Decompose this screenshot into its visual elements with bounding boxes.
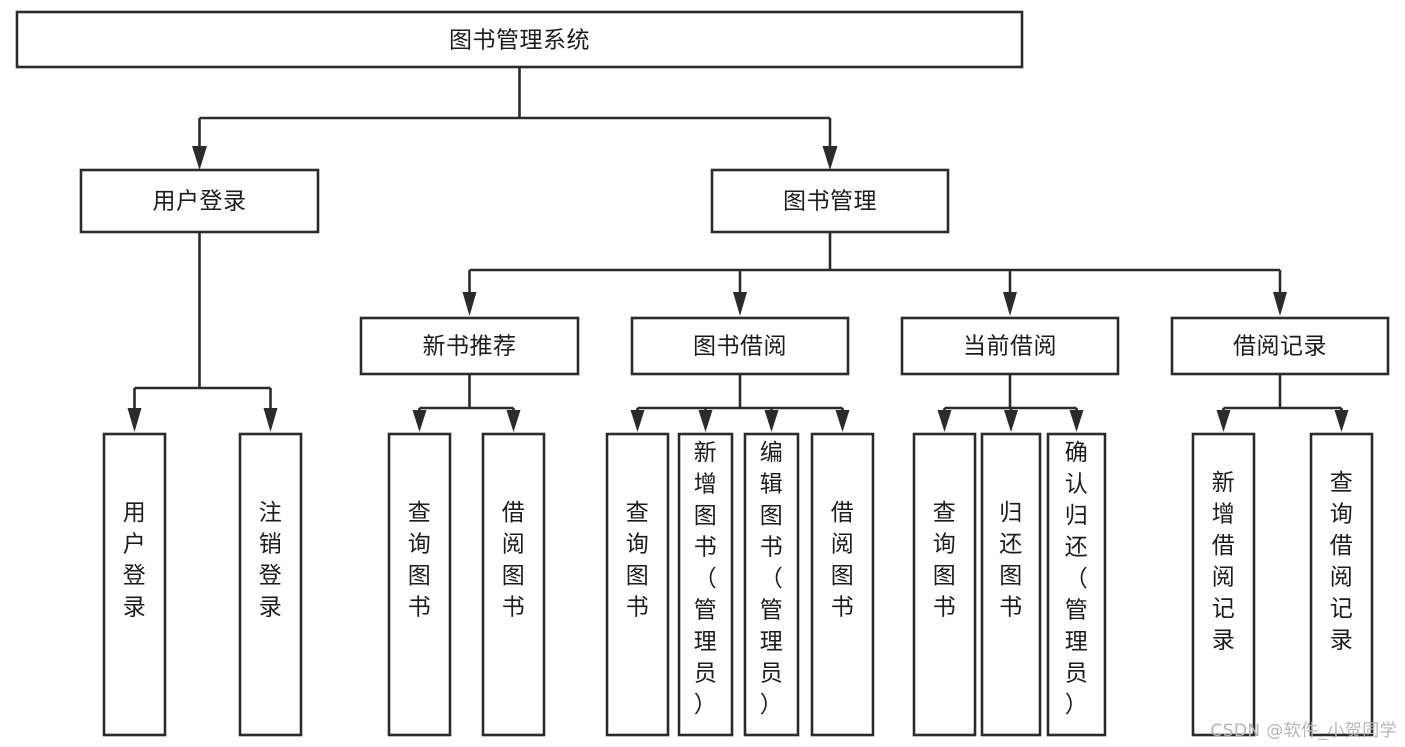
arrow-head-br-to-add-record: [1216, 410, 1231, 432]
node-leaf-borrow-book-1-box[interactable]: [481, 432, 546, 737]
arrow-head-br-to-query-record: [1334, 410, 1349, 432]
node-new-book-rec[interactable]: 新书推荐: [359, 316, 580, 376]
node-leaf-query-record-box[interactable]: [1309, 432, 1374, 737]
node-leaf-query-book-1[interactable]: 查询图书: [387, 432, 452, 737]
node-leaf-borrow-book-1-label: 借阅图书: [502, 500, 526, 621]
node-book-borrow[interactable]: 图书借阅: [630, 316, 850, 376]
node-leaf-return-book[interactable]: 归还图书: [980, 432, 1042, 737]
arrow-head-bb-to-edit-book: [764, 410, 779, 432]
node-leaf-add-book-label: 新增图书（管理员）: [694, 440, 718, 718]
node-leaf-user-login-box[interactable]: [102, 432, 167, 737]
connector-group-book-manage: [462, 232, 1287, 316]
node-root[interactable]: 图书管理系统: [15, 10, 1024, 69]
node-leaf-add-record-label: 新增借阅记录: [1212, 470, 1236, 654]
connector-group-book-borrow: [630, 374, 850, 432]
connector-group-new-book-rec: [412, 374, 521, 432]
node-current-borrow-box[interactable]: [900, 316, 1120, 376]
node-leaf-add-record[interactable]: 新增借阅记录: [1191, 432, 1256, 737]
node-leaf-borrow-book-2-box[interactable]: [810, 432, 875, 737]
node-leaf-query-book-1-label: 查询图书: [408, 500, 432, 621]
node-borrow-record[interactable]: 借阅记录: [1170, 316, 1390, 376]
node-book-manage[interactable]: 图书管理: [710, 168, 950, 234]
node-borrow-record-box[interactable]: [1170, 316, 1390, 376]
node-leaf-edit-book-label: 编辑图书（管理员）: [760, 440, 784, 718]
arrow-head-bb-to-query-book: [630, 410, 645, 432]
node-leaf-logout[interactable]: 注销登录: [238, 432, 303, 737]
connector-group-current-borrow: [937, 374, 1084, 432]
arrow-head-ul-to-leaf-logout: [263, 408, 278, 432]
node-leaf-user-login-label: 用户登录: [123, 500, 147, 621]
node-leaf-confirm-return[interactable]: 确认归还（管理员）: [1046, 432, 1107, 737]
arrow-head-bm-to-current-borrow: [1003, 292, 1017, 316]
node-leaf-return-book-box[interactable]: [980, 432, 1042, 737]
arrow-head-root-to-book-manage: [822, 146, 838, 170]
node-new-book-rec-label: 新书推荐: [423, 334, 517, 360]
node-leaf-query-book-2[interactable]: 查询图书: [605, 432, 670, 737]
node-leaf-query-book-2-box[interactable]: [605, 432, 670, 737]
arrow-head-bm-to-borrow-record: [1273, 292, 1287, 316]
node-leaf-add-book-box[interactable]: [677, 432, 734, 737]
node-leaf-user-login[interactable]: 用户登录: [102, 432, 167, 737]
arrow-head-nbr-to-query-book: [412, 410, 427, 432]
node-leaf-query-book-2-label: 查询图书: [626, 500, 650, 621]
node-user-login[interactable]: 用户登录: [79, 168, 320, 234]
node-book-manage-box[interactable]: [710, 168, 950, 234]
node-borrow-record-label: 借阅记录: [1233, 334, 1327, 360]
arrow-head-bb-to-borrow-book: [835, 410, 850, 432]
node-root-label: 图书管理系统: [449, 28, 590, 54]
arrow-head-cb-to-return-book: [1004, 410, 1018, 432]
node-book-manage-label: 图书管理: [783, 189, 877, 215]
node-leaf-confirm-return-label: 确认归还（管理员）: [1065, 440, 1089, 718]
node-leaf-query-book-3[interactable]: 查询图书: [912, 432, 977, 737]
arrow-head-ul-to-leaf-user-login: [127, 408, 142, 432]
node-leaf-confirm-return-box[interactable]: [1046, 432, 1107, 737]
node-leaf-add-record-box[interactable]: [1191, 432, 1256, 737]
node-leaf-logout-box[interactable]: [238, 432, 303, 737]
node-leaf-query-book-1-box[interactable]: [387, 432, 452, 737]
connector-group-root: [192, 67, 838, 170]
node-leaf-borrow-book-2[interactable]: 借阅图书: [810, 432, 875, 737]
node-leaf-query-book-3-box[interactable]: [912, 432, 977, 737]
node-leaf-edit-book[interactable]: 编辑图书（管理员）: [743, 432, 800, 737]
node-book-borrow-label: 图书借阅: [693, 334, 787, 360]
arrow-head-bm-to-new-book-rec: [462, 292, 477, 316]
node-new-book-rec-box[interactable]: [359, 316, 580, 376]
connector-group-user-login: [127, 232, 278, 432]
node-root-box[interactable]: [15, 10, 1024, 69]
node-book-borrow-box[interactable]: [630, 316, 850, 376]
node-current-borrow[interactable]: 当前借阅: [900, 316, 1120, 376]
node-leaf-edit-book-box[interactable]: [743, 432, 800, 737]
node-leaf-add-book[interactable]: 新增图书（管理员）: [677, 432, 734, 737]
arrow-head-bb-to-add-book: [698, 410, 713, 432]
arrow-head-cb-to-query-book: [937, 410, 952, 432]
node-leaf-query-book-3-label: 查询图书: [933, 500, 957, 621]
arrow-head-bm-to-book-borrow: [733, 292, 747, 316]
node-leaf-logout-label: 注销登录: [259, 500, 283, 621]
node-leaf-query-record[interactable]: 查询借阅记录: [1309, 432, 1374, 737]
arrow-head-nbr-to-borrow-book: [506, 410, 521, 432]
node-leaf-borrow-book-1[interactable]: 借阅图书: [481, 432, 546, 737]
arrow-head-cb-to-confirm-return: [1069, 410, 1084, 432]
arrow-head-root-to-user-login: [192, 146, 207, 170]
node-current-borrow-label: 当前借阅: [963, 334, 1057, 360]
node-leaf-borrow-book-2-label: 借阅图书: [831, 500, 855, 621]
node-leaf-return-book-label: 归还图书: [999, 500, 1023, 621]
connector-group-borrow-record: [1216, 374, 1349, 432]
node-user-login-box[interactable]: [79, 168, 320, 234]
node-leaf-query-record-label: 查询借阅记录: [1330, 470, 1354, 654]
node-user-login-label: 用户登录: [153, 189, 247, 215]
